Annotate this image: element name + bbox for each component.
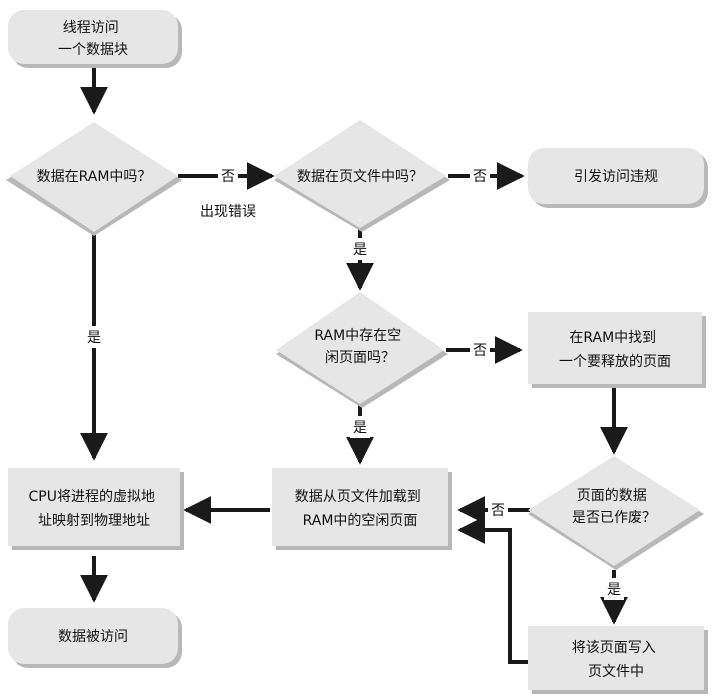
node-free-page-line2: 闲页面吗？ xyxy=(325,350,395,366)
node-violation-label: 引发访问违规 xyxy=(574,169,658,185)
node-find-page-line1: 在RAM中找到 xyxy=(569,330,656,346)
node-accessed-label: 数据被访问 xyxy=(58,629,128,645)
label-yes-3: 是 xyxy=(353,420,367,436)
label-yes-1: 是 xyxy=(87,330,101,346)
svg-text:页面的数据 是否已作废？: 页面的数据 是否已作废？ xyxy=(572,488,656,526)
node-dirty-line1: 页面的数据 xyxy=(577,488,647,504)
node-write-page: 将该页面写入 页文件中 xyxy=(528,626,708,694)
node-load-line2: RAM中的空闲页面 xyxy=(303,513,418,529)
node-load: 数据从页文件加载到 RAM中的空闲页面 xyxy=(272,468,452,550)
label-no-2: 否 xyxy=(473,169,487,185)
svg-text:RAM中存在空 闲页面吗？: RAM中存在空 闲页面吗？ xyxy=(314,328,405,366)
label-yes-2: 是 xyxy=(353,242,367,258)
node-free-page: RAM中存在空 闲页面吗？ xyxy=(276,292,448,408)
label-no-3: 否 xyxy=(473,343,487,359)
node-in-ram-label: 数据在RAM中吗？ xyxy=(37,169,152,185)
node-in-pagefile: 数据在页文件中吗？ xyxy=(274,120,450,232)
label-error: 出现错误 xyxy=(200,204,256,220)
node-start-line2: 一个数据块 xyxy=(58,42,128,58)
node-start: 线程访问 一个数据块 xyxy=(8,10,182,68)
node-in-pagefile-label: 数据在页文件中吗？ xyxy=(297,169,423,185)
node-violation: 引发访问违规 xyxy=(528,148,708,208)
node-find-page: 在RAM中找到 一个要释放的页面 xyxy=(528,312,706,388)
node-write-page-line2: 页文件中 xyxy=(588,664,644,680)
node-map: CPU将进程的虚拟地 址映射到物理地址 xyxy=(8,468,184,550)
svg-text:将该页面写入 页文件中: 将该页面写入 页文件中 xyxy=(572,640,660,680)
node-in-ram: 数据在RAM中吗？ xyxy=(6,122,182,236)
svg-text:CPU将进程的虚拟地 址映射到物理地址: CPU将进程的虚拟地 址映射到物理地址 xyxy=(29,489,160,529)
node-load-line1: 数据从页文件加载到 xyxy=(295,489,421,505)
node-free-page-line1: RAM中存在空 xyxy=(314,328,401,344)
node-accessed: 数据被访问 xyxy=(8,608,182,668)
node-map-line2: 址映射到物理地址 xyxy=(38,513,150,529)
node-find-page-line2: 一个要释放的页面 xyxy=(559,354,671,370)
edge-labels: 否 出现错误 否 是 是 否 是 否 是 xyxy=(84,166,624,600)
label-yes-4: 是 xyxy=(607,582,621,598)
node-dirty-line2: 是否已作废？ xyxy=(572,510,656,526)
node-dirty: 页面的数据 是否已作废？ xyxy=(528,456,704,570)
label-no-4: 否 xyxy=(491,503,505,519)
svg-text:线程访问 一个数据块: 线程访问 一个数据块 xyxy=(58,20,128,58)
label-no-1: 否 xyxy=(221,169,235,185)
svg-text:数据从页文件加载到 RAM中的空闲页面: 数据从页文件加载到 RAM中的空闲页面 xyxy=(295,489,425,529)
node-map-line1: CPU将进程的虚拟地 xyxy=(29,489,155,505)
node-start-line1: 线程访问 xyxy=(63,20,119,36)
svg-text:在RAM中找到 一个要释放的页面: 在RAM中找到 一个要释放的页面 xyxy=(559,330,671,370)
edge-write-to-load xyxy=(457,516,528,664)
node-write-page-line1: 将该页面写入 xyxy=(572,640,656,656)
